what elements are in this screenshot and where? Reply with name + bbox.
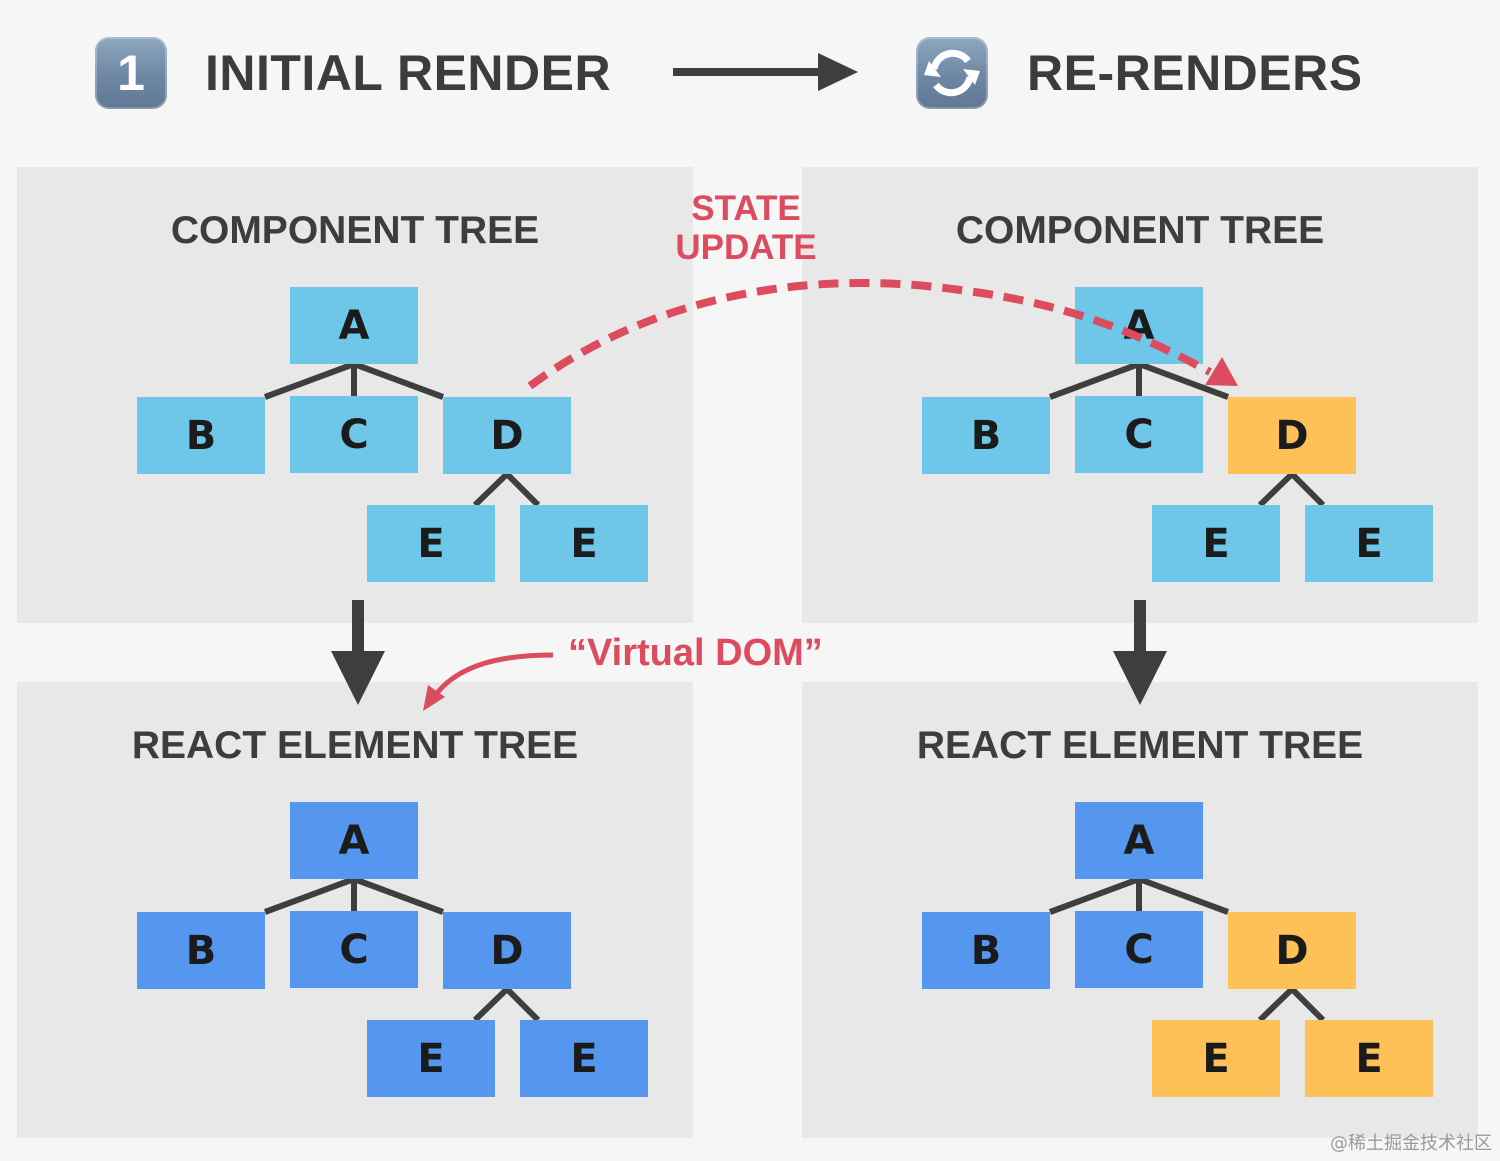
- edge-A-B: [1048, 361, 1141, 400]
- tree-node-e2: E: [520, 1020, 648, 1097]
- tree-node-e1: E: [367, 1020, 495, 1097]
- edge-A-D: [1137, 361, 1230, 400]
- edge-A-B: [263, 361, 356, 400]
- keycap-1-icon: 1: [95, 37, 167, 109]
- state-update-line2: UPDATE: [675, 227, 817, 267]
- panel-title: REACT ELEMENT TREE: [131, 724, 579, 767]
- badge-number: 1: [117, 45, 145, 101]
- initial-render-title: INITIAL RENDER: [205, 45, 612, 101]
- tree-node-c: C: [1075, 396, 1203, 473]
- edge-D-E1: [472, 471, 510, 508]
- panel-title: COMPONENT TREE: [955, 209, 1325, 252]
- refresh-cycle-icon: [916, 37, 988, 109]
- tree-node-d: D: [443, 912, 571, 989]
- virtual-dom-curved-arrow: [423, 652, 554, 711]
- tree-node-e2: E: [1305, 505, 1433, 582]
- state-update-line1: STATE: [691, 189, 801, 228]
- tree-node-a: A: [290, 802, 418, 879]
- tree-node-c: C: [290, 396, 418, 473]
- tree-node-e2: E: [1305, 1020, 1433, 1097]
- edge-A-D: [352, 361, 445, 400]
- edge-D-E2: [504, 471, 541, 508]
- tree-node-d: D: [1228, 912, 1356, 989]
- edge-A-D: [1137, 876, 1230, 915]
- edge-D-E1: [472, 986, 510, 1023]
- tree-node-e2: E: [520, 505, 648, 582]
- re-renders-title: RE-RENDERS: [1027, 45, 1363, 101]
- edge-D-E2: [504, 986, 541, 1023]
- panel-title: REACT ELEMENT TREE: [916, 724, 1364, 767]
- tree-node-b: B: [922, 397, 1050, 474]
- right-arrow-icon: [673, 53, 858, 91]
- down-arrow-icon: [1113, 600, 1167, 705]
- tree-node-d: D: [1228, 397, 1356, 474]
- tree-node-d: D: [443, 397, 571, 474]
- edge-A-B: [263, 876, 356, 915]
- tree-node-e1: E: [1152, 1020, 1280, 1097]
- tree-node-e1: E: [367, 505, 495, 582]
- state-update-dashed-arrow: [527, 278, 1238, 390]
- tree-node-b: B: [137, 397, 265, 474]
- virtual-dom-label: “Virtual DOM”: [568, 632, 823, 674]
- tree-node-a: A: [290, 287, 418, 364]
- tree-node-b: B: [137, 912, 265, 989]
- tree-node-e1: E: [1152, 505, 1280, 582]
- edge-A-D: [352, 876, 445, 915]
- edge-A-B: [1048, 876, 1141, 915]
- edge-D-E1: [1257, 471, 1295, 508]
- tree-node-b: B: [922, 912, 1050, 989]
- state-update-label: STATE UPDATE: [660, 189, 832, 267]
- down-arrow-icon: [331, 600, 385, 705]
- tree-node-c: C: [290, 911, 418, 988]
- tree-node-a: A: [1075, 802, 1203, 879]
- panel-title: COMPONENT TREE: [170, 209, 540, 252]
- edge-D-E2: [1289, 471, 1326, 508]
- tree-node-c: C: [1075, 911, 1203, 988]
- edge-D-E1: [1257, 986, 1295, 1023]
- edge-D-E2: [1289, 986, 1326, 1023]
- watermark: @稀土掘金技术社区: [1330, 1133, 1492, 1154]
